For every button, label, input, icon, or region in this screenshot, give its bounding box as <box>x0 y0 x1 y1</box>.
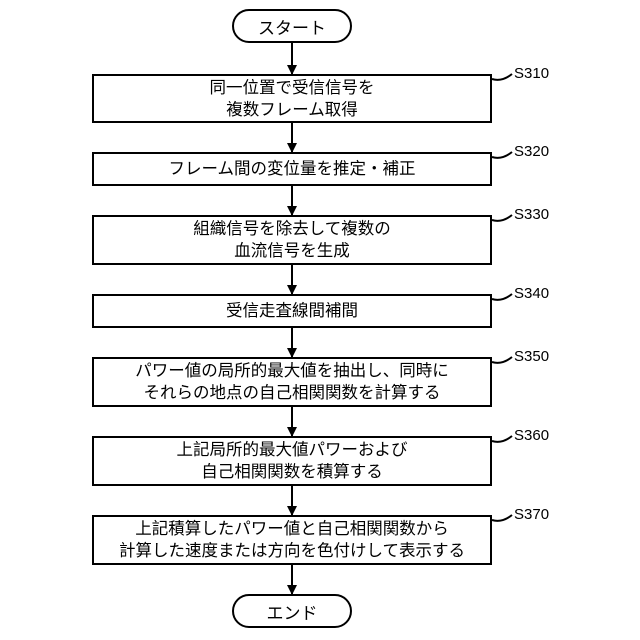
step-line: 計算した速度または方向を色付けして表示する <box>119 540 465 562</box>
start-label: スタート <box>258 14 326 39</box>
leader-s350 <box>492 357 512 363</box>
step-line: パワー値の局所的最大値を抽出し、同時に <box>135 360 449 382</box>
leader-s330 <box>492 215 512 221</box>
start-terminal: スタート <box>232 9 352 43</box>
step-line: 受信走査線間補間 <box>226 300 358 322</box>
step-line: それらの地点の自己相関関数を計算する <box>144 382 441 404</box>
step-line: 同一位置で受信信号を <box>210 77 375 99</box>
leader-s370 <box>492 515 512 521</box>
step-s320: フレーム間の変位量を推定・補正 <box>92 152 492 186</box>
step-s330: 組織信号を除去して複数の 血流信号を生成 <box>92 215 492 265</box>
leader-s320 <box>492 152 512 158</box>
step-id-s330: S330 <box>514 206 549 223</box>
step-id-s370: S370 <box>514 506 549 523</box>
end-terminal: エンド <box>232 594 352 628</box>
step-id-s320: S320 <box>514 143 549 160</box>
step-s370: 上記積算したパワー値と自己相関関数から 計算した速度または方向を色付けして表示す… <box>92 515 492 565</box>
end-label: エンド <box>267 599 318 624</box>
leader-s340 <box>492 294 512 300</box>
step-s310: 同一位置で受信信号を 複数フレーム取得 <box>92 74 492 123</box>
step-s340: 受信走査線間補間 <box>92 294 492 328</box>
leader-s310 <box>492 74 512 80</box>
step-line: 上記積算したパワー値と自己相関関数から <box>135 518 449 540</box>
step-line: フレーム間の変位量を推定・補正 <box>168 158 415 180</box>
step-line: 自己相関関数を積算する <box>201 461 383 483</box>
leader-s360 <box>492 436 512 442</box>
step-id-s340: S340 <box>514 285 549 302</box>
step-id-s310: S310 <box>514 65 549 82</box>
step-s350: パワー値の局所的最大値を抽出し、同時に それらの地点の自己相関関数を計算する <box>92 357 492 407</box>
step-line: 上記局所的最大値パワーおよび <box>177 439 408 461</box>
step-line: 複数フレーム取得 <box>226 99 358 121</box>
step-id-s350: S350 <box>514 348 549 365</box>
step-id-s360: S360 <box>514 427 549 444</box>
step-line: 血流信号を生成 <box>234 240 350 262</box>
step-line: 組織信号を除去して複数の <box>193 218 391 240</box>
step-s360: 上記局所的最大値パワーおよび 自己相関関数を積算する <box>92 436 492 486</box>
